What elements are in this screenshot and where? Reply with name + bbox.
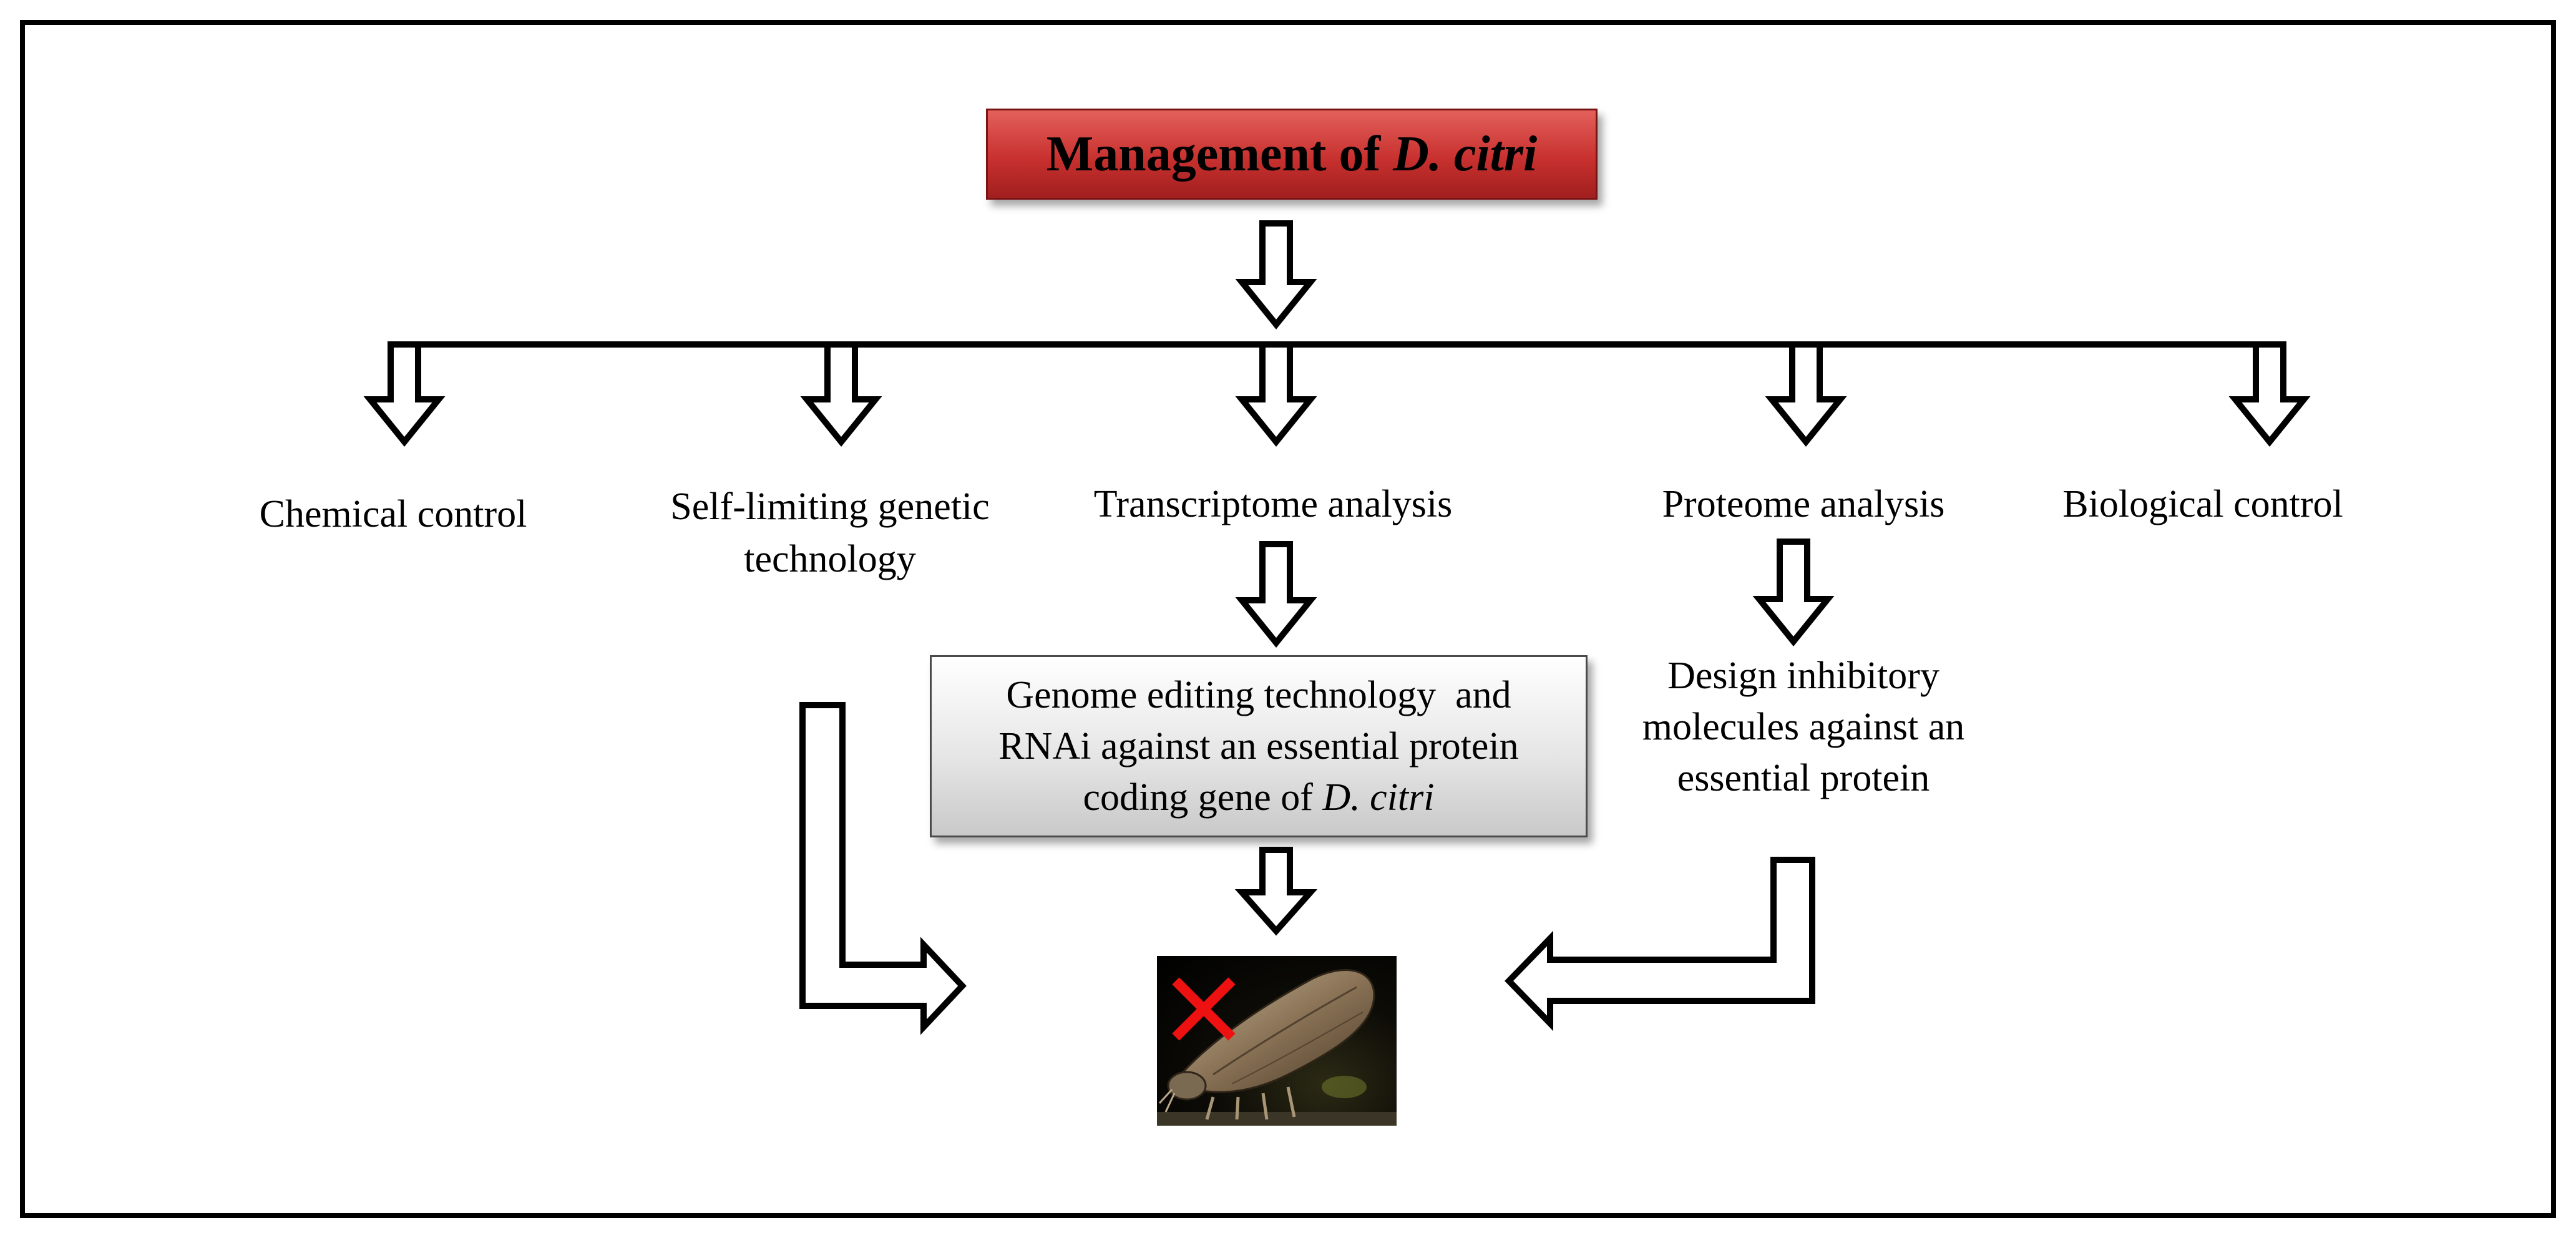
branch-proteome: Proteome analysis [1616, 478, 1991, 530]
genome-box-line3-species: D. citri [1322, 776, 1435, 819]
red-x-icon [1172, 977, 1236, 1041]
branch-self-limiting-line2: technology [744, 538, 916, 580]
psyllid-insect-photo [1157, 956, 1397, 1126]
down-arrow-insect [1234, 847, 1318, 936]
inhibitor-text: Design inhibitory molecules against an e… [1598, 650, 2009, 804]
bent-arrow-right [1505, 857, 1815, 1031]
genome-box-line1: Genome editing technology and [1006, 674, 1511, 716]
down-arrow-biological [2228, 341, 2311, 447]
inhibitor-line3: essential protein [1677, 757, 1930, 799]
down-arrow-genome-box [1235, 541, 1317, 648]
branch-self-limiting-line1: Self-limiting genetic [670, 485, 990, 528]
psyllid-icon [1157, 969, 1397, 1126]
title-species: D. citri [1393, 126, 1538, 182]
down-arrow-proteome [1765, 341, 1847, 447]
title-box: Management of D. citri [986, 109, 1598, 200]
diagram-frame [20, 20, 2556, 1218]
branch-biological-label: Biological control [2062, 483, 2343, 525]
branch-chemical-label: Chemical control [259, 493, 527, 535]
genome-box-line2: RNAi against an essential protein [998, 725, 1519, 768]
down-arrow-chemical [363, 341, 446, 447]
down-arrow-title [1235, 220, 1317, 329]
genome-editing-box: Genome editing technology and RNAi again… [930, 655, 1588, 837]
branch-self-limiting: Self-limiting genetic technology [624, 480, 1036, 585]
inhibitor-line1: Design inhibitory [1667, 655, 1939, 697]
branch-proteome-label: Proteome analysis [1662, 483, 1945, 525]
branch-transcriptome: Transcriptome analysis [1055, 478, 1491, 530]
title-prefix: Management of [1046, 126, 1393, 182]
down-arrow-self-limiting [800, 341, 882, 447]
genome-box-line3: coding gene of D. citri [1083, 772, 1434, 823]
bent-arrow-left [799, 702, 967, 1035]
genome-box-line3-prefix: coding gene of [1083, 776, 1323, 819]
down-arrow-inhibitor [1752, 539, 1835, 646]
branch-chemical-control: Chemical control [237, 488, 549, 540]
down-arrow-transcriptome [1235, 341, 1317, 447]
branch-biological: Biological control [2028, 478, 2378, 530]
inhibitor-line2: molecules against an [1642, 706, 1965, 748]
branch-transcriptome-label: Transcriptome analysis [1093, 483, 1453, 525]
